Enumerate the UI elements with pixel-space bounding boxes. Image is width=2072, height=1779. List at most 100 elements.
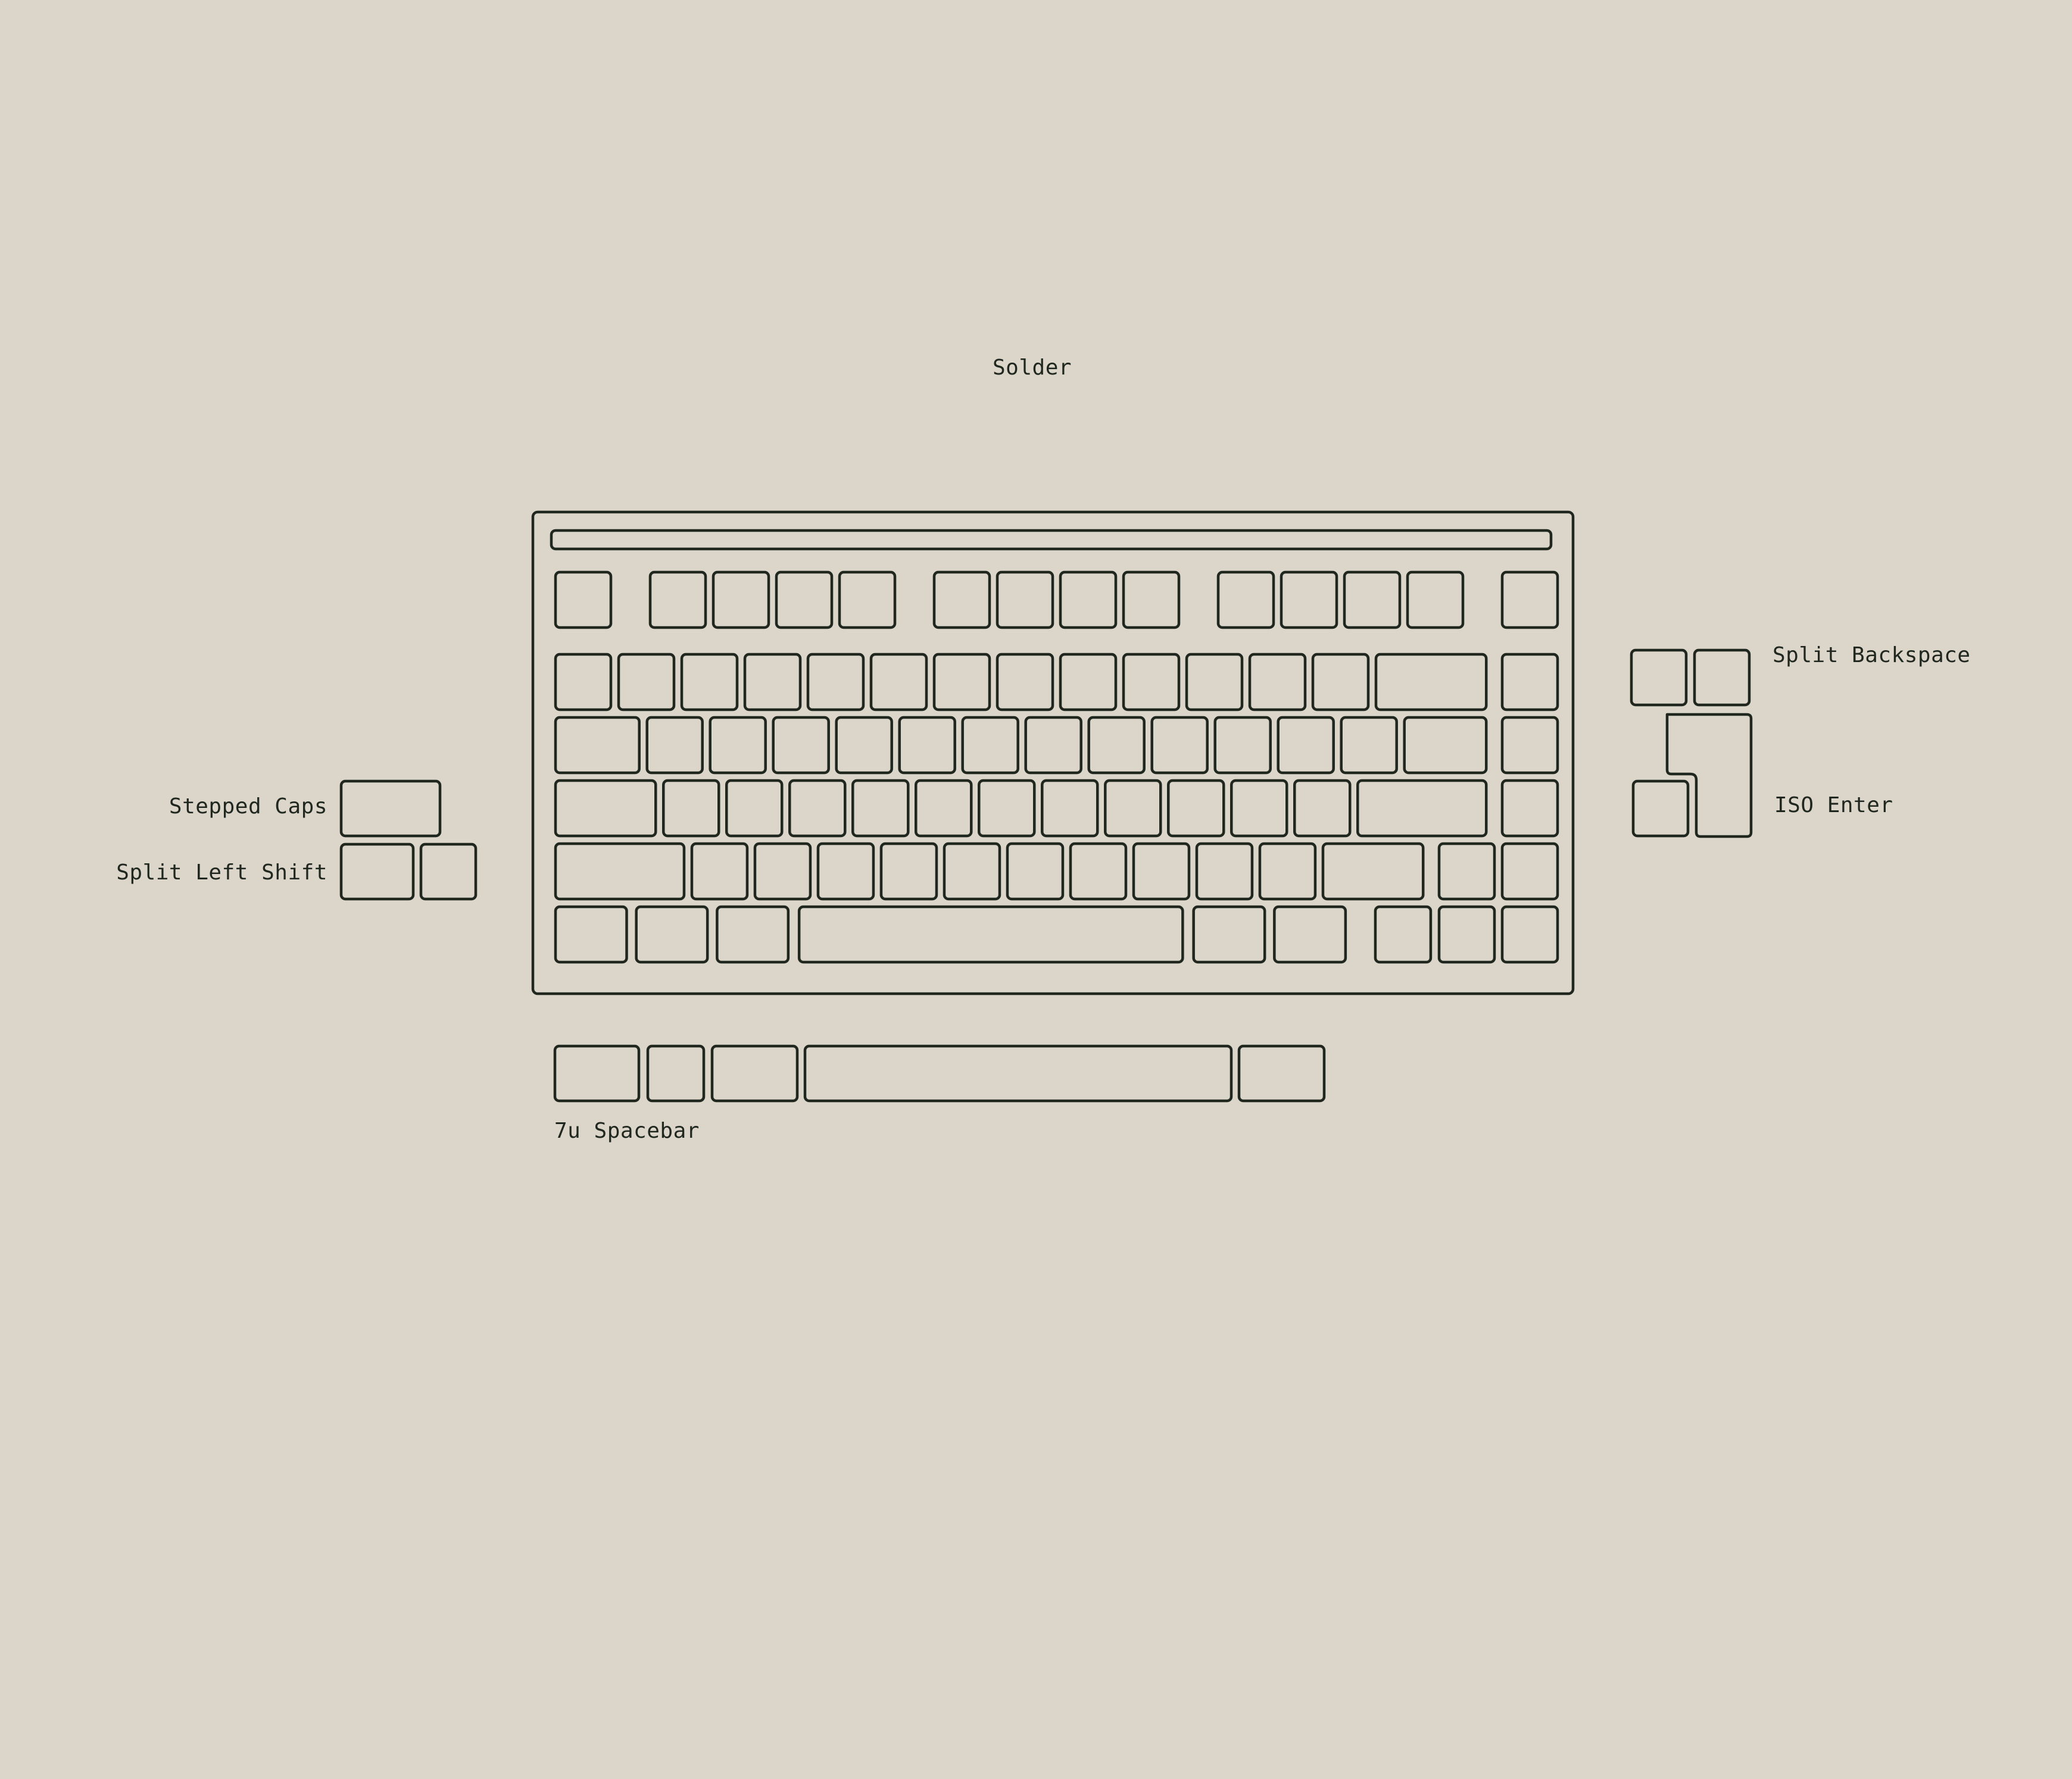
key-row4-9 — [1104, 779, 1162, 838]
key-row5-4 — [816, 842, 875, 901]
spacebar-7u-label: 7u Spacebar — [554, 1119, 700, 1143]
key-row3-1 — [554, 716, 641, 775]
key-row5-9 — [1132, 842, 1191, 901]
split-left-shift-label: Split Left Shift — [116, 860, 327, 885]
key-row4-12 — [1293, 779, 1352, 838]
key-row1-13 — [1406, 570, 1465, 629]
main-keys — [554, 570, 1559, 964]
bottom-row-key-5 — [1237, 1044, 1326, 1103]
key-row3-5 — [835, 716, 893, 775]
iso-enter-option — [1631, 713, 1753, 838]
key-row1-5 — [838, 570, 897, 629]
key-row4-11 — [1230, 779, 1288, 838]
key-row5-11 — [1258, 842, 1317, 901]
key-row5-1 — [554, 842, 686, 901]
bottom-row-key-1 — [553, 1044, 641, 1103]
key-row2-5 — [806, 653, 865, 711]
key-row5-12 — [1321, 842, 1425, 901]
stepped-caps-key — [339, 779, 442, 838]
key-row3-15 — [1500, 716, 1559, 775]
split-backspace-option — [1630, 648, 1751, 707]
keyboard-top-strip — [550, 529, 1553, 551]
key-row4-10 — [1167, 779, 1225, 838]
key-row2-6 — [869, 653, 928, 711]
split-backspace-label: Split Backspace — [1773, 643, 1971, 667]
key-row4-2 — [662, 779, 720, 838]
spacebar-7u-key — [803, 1044, 1233, 1103]
key-row3-3 — [709, 716, 767, 775]
iso-enter-label: ISO Enter — [1774, 793, 1893, 817]
key-row4-13 — [1356, 779, 1488, 838]
key-row4-8 — [1041, 779, 1099, 838]
key-row3-13 — [1340, 716, 1398, 775]
key-row3-12 — [1277, 716, 1335, 775]
bottom-row-key-2 — [646, 1044, 706, 1103]
key-row3-8 — [1024, 716, 1082, 775]
key-row5-5 — [879, 842, 938, 901]
key-row3-14 — [1403, 716, 1488, 775]
spacebar-7u-option — [553, 1044, 1326, 1103]
key-row5-14 — [1500, 842, 1559, 901]
keyboard-case — [531, 510, 1575, 995]
key-row6-1 — [554, 905, 628, 964]
key-row2-1 — [554, 653, 613, 711]
key-row6-5 — [1192, 905, 1266, 964]
split-left-shift-key-right — [419, 842, 478, 901]
key-row2-3 — [680, 653, 739, 711]
key-row6-3 — [716, 905, 790, 964]
key-row2-13 — [1311, 653, 1370, 711]
key-row2-7 — [932, 653, 991, 711]
key-row1-1 — [554, 570, 613, 629]
key-row2-2 — [617, 653, 676, 711]
key-row6-6 — [1273, 905, 1347, 964]
key-row1-6 — [932, 570, 991, 629]
key-row1-11 — [1280, 570, 1338, 629]
key-row2-15 — [1500, 653, 1559, 711]
iso-enter-key — [1665, 713, 1753, 838]
key-row5-3 — [753, 842, 812, 901]
key-row1-8 — [1059, 570, 1118, 629]
key-row3-10 — [1150, 716, 1209, 775]
key-row1-14 — [1500, 570, 1559, 629]
key-row4-1 — [554, 779, 657, 838]
key-row2-4 — [743, 653, 802, 711]
stepped-caps-option — [339, 779, 442, 838]
split-backspace-key-left — [1630, 648, 1688, 707]
key-row4-4 — [788, 779, 847, 838]
key-row6-7 — [1374, 905, 1433, 964]
key-row3-11 — [1213, 716, 1272, 775]
key-row6-2 — [635, 905, 709, 964]
key-row5-7 — [1006, 842, 1065, 901]
key-row3-4 — [772, 716, 830, 775]
key-row3-6 — [898, 716, 956, 775]
key-row2-11 — [1185, 653, 1244, 711]
key-row6-8 — [1437, 905, 1496, 964]
stepped-caps-label: Stepped Caps — [168, 794, 327, 819]
key-row3-2 — [645, 716, 704, 775]
key-row2-9 — [1059, 653, 1118, 711]
key-row6-9 — [1500, 905, 1559, 964]
key-row3-7 — [961, 716, 1019, 775]
key-row1-2 — [648, 570, 707, 629]
key-row1-4 — [775, 570, 834, 629]
key-row2-10 — [1122, 653, 1181, 711]
key-row2-8 — [996, 653, 1054, 711]
key-row4-7 — [978, 779, 1036, 838]
key-row5-13 — [1437, 842, 1496, 901]
key-row5-6 — [943, 842, 1001, 901]
key-row5-8 — [1069, 842, 1128, 901]
key-row4-5 — [851, 779, 910, 838]
key-row1-10 — [1216, 570, 1275, 629]
key-row1-7 — [996, 570, 1054, 629]
iso-key-small — [1631, 779, 1690, 838]
split-left-shift-key-left — [339, 842, 415, 901]
layout-title: Solder — [993, 355, 1072, 380]
key-row6-4 — [797, 905, 1184, 964]
key-row1-3 — [712, 570, 770, 629]
key-row4-6 — [915, 779, 973, 838]
key-row1-12 — [1343, 570, 1402, 629]
key-row4-14 — [1500, 779, 1559, 838]
key-row5-10 — [1195, 842, 1254, 901]
bottom-row-key-3 — [710, 1044, 799, 1103]
